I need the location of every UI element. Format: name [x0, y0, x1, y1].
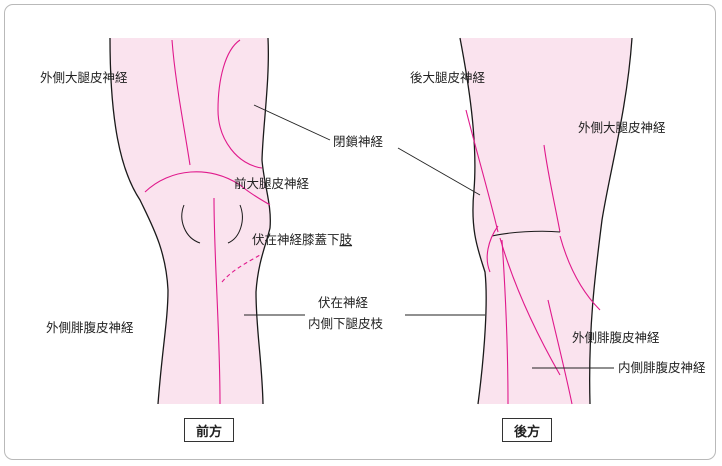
label-anterior-femoral-cutaneous: 前大腿皮神経: [234, 176, 310, 191]
label-obturator-nerve: 閉鎖神経: [333, 134, 384, 149]
front-obturator-pointer: [253, 104, 331, 141]
label-front-lateral-sural-cutaneous: 外側腓腹皮神経: [46, 320, 134, 335]
back-popliteal-crease: [491, 230, 561, 237]
label-saphenous-nerve: 伏在神経: [318, 295, 369, 310]
front-saphenous-line: [213, 197, 221, 405]
back-lower-lateral-line: [547, 299, 573, 405]
front-leg: [109, 37, 331, 405]
label-back-lateral-sural-cutaneous: 外側腓腹皮神経: [572, 330, 660, 345]
back-popliteal-left-curve: [486, 225, 499, 273]
front-infrapatellar-dashed: [221, 254, 261, 283]
back-posterior-femoral-line: [465, 109, 499, 233]
back-lateral-sural-boundary: [559, 235, 601, 311]
back-leg-right-outline: [589, 37, 633, 405]
back-leg-left-outline: [459, 37, 487, 405]
front-obturator-area: [217, 39, 263, 169]
front-leg-right-outline: [255, 37, 271, 405]
front-lateral-femoral-nerve-line: [171, 39, 191, 166]
front-patella-right-arc: [227, 204, 243, 244]
front-view-label: 前方: [184, 418, 234, 442]
label-medial-sural-cutaneous: 内側腓腹皮神経: [618, 360, 706, 375]
label-infrapatellar-branch: 伏在神経膝蓋下肢: [252, 232, 353, 247]
front-patella-left-arc: [181, 204, 201, 244]
back-leg: [397, 37, 633, 405]
label-front-lateral-femoral-cutaneous: 外側大腿皮神経: [40, 70, 128, 85]
back-view-label: 後方: [502, 418, 552, 442]
front-leg-left-outline: [109, 37, 169, 405]
label-back-lateral-femoral-cutaneous: 外側大腿皮神経: [578, 120, 666, 135]
back-obturator-pointer: [397, 147, 481, 196]
label-posterior-femoral-cutaneous: 後大腿皮神経: [410, 70, 486, 85]
front-anterior-femoral-boundary: [144, 171, 271, 206]
front-leg-skin: [110, 38, 271, 404]
back-lateral-femoral-line: [543, 144, 561, 233]
back-leg-skin: [460, 38, 632, 404]
label-medial-crural-cutaneous: 内側下腿皮枝: [308, 316, 384, 331]
back-inner-boundary: [501, 239, 509, 405]
back-medial-sural-line: [499, 237, 561, 376]
